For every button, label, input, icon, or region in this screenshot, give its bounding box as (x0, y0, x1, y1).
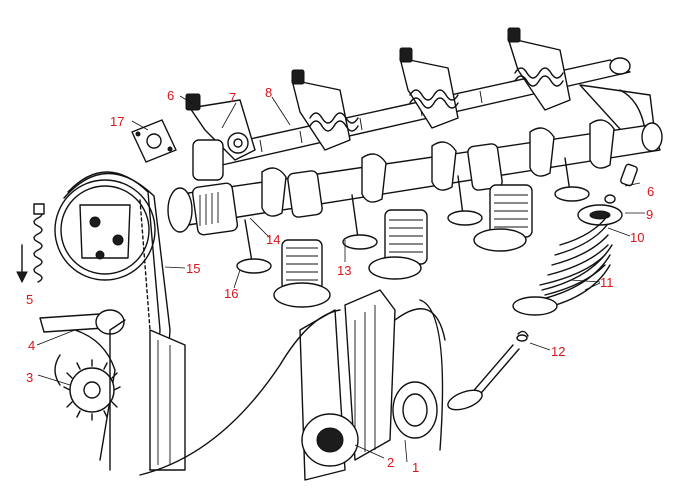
callout-10: 10 (630, 230, 644, 245)
tappets-and-valves (192, 139, 590, 308)
shaft-springs (309, 67, 564, 132)
callout-9: 9 (646, 207, 653, 222)
chain-tensioner (16, 203, 125, 335)
cam-sprocket (54, 179, 156, 281)
callout-4: 4 (28, 338, 35, 353)
callout-2: 2 (387, 455, 394, 470)
callout-7: 7 (229, 90, 236, 105)
camshaft (167, 119, 663, 236)
callout-6-adjuster: 6 (647, 184, 654, 199)
callout-15: 15 (186, 261, 200, 276)
direction-arrow-icon (16, 271, 28, 284)
callout-5: 5 (26, 292, 33, 307)
callout-labels: 1 2 3 4 5 6 6 7 8 9 10 11 12 13 14 15 16… (26, 85, 654, 475)
callout-8: 8 (265, 85, 272, 100)
rocker-arms (185, 27, 656, 161)
callout-16: 16 (224, 286, 238, 301)
adjuster-screw-icon (185, 93, 201, 111)
front-cover (109, 319, 186, 471)
callout-11: 11 (600, 275, 614, 290)
callout-17: 17 (110, 114, 124, 129)
detail-inset (139, 289, 446, 481)
callout-6-rocker: 6 (167, 88, 174, 103)
valve-exploded (447, 163, 638, 411)
callout-12: 12 (551, 344, 565, 359)
crank-sprocket (54, 354, 121, 421)
callout-1: 1 (412, 460, 419, 475)
callout-13: 13 (337, 263, 351, 278)
callout-3: 3 (26, 370, 33, 385)
gasket (131, 119, 177, 163)
callout-14: 14 (266, 232, 280, 247)
leader-lines (36, 95, 645, 463)
timing-chain (63, 171, 171, 471)
